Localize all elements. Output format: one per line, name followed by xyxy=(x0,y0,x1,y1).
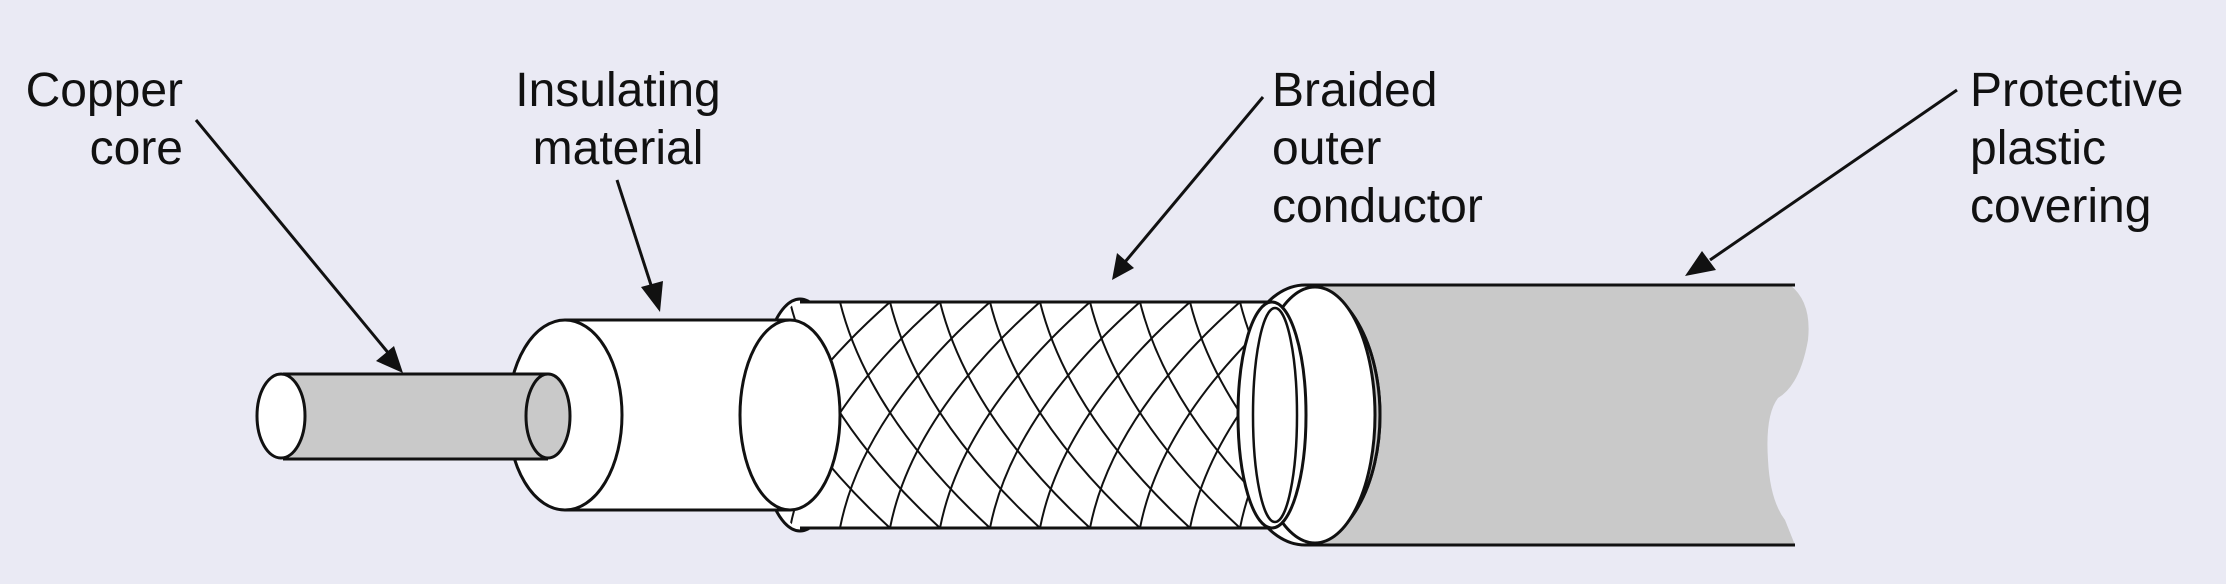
label-braided-line-2: outer xyxy=(1272,122,1382,175)
label-protective-plastic-covering: Protective plastic covering xyxy=(1970,62,2183,236)
protective-covering-segment xyxy=(1228,283,1809,547)
braid-strand xyxy=(1239,302,1272,528)
label-insulating-material-line-2: material xyxy=(532,122,704,175)
label-copper-core: Copper core xyxy=(8,62,183,178)
label-copper-core-line-1: Copper xyxy=(25,64,183,117)
braid-strand xyxy=(989,302,1141,528)
braid-strand xyxy=(1039,302,1191,528)
leader-copper-core xyxy=(194,119,392,356)
braid-strand xyxy=(1089,302,1241,528)
leader-insulating-material xyxy=(615,179,653,286)
label-protective-line-3: covering xyxy=(1970,180,2152,233)
leader-lines xyxy=(194,88,1958,373)
braid-strand xyxy=(839,302,991,528)
braid-strand xyxy=(989,302,1141,528)
label-braided-line-3: conductor xyxy=(1272,180,1483,233)
label-braided-line-1: Braided xyxy=(1272,64,1438,117)
insulator-segment xyxy=(506,318,842,512)
label-copper-core-line-2: core xyxy=(89,122,183,175)
braid-strand xyxy=(939,302,1091,528)
braid-strand xyxy=(889,302,1041,528)
arrowhead-insulating-material xyxy=(641,281,663,312)
braid-strand xyxy=(1089,302,1241,528)
leader-protective-covering xyxy=(1709,88,1958,262)
copper-core-segment xyxy=(255,372,572,461)
braid-strand xyxy=(889,302,1041,528)
label-insulating-material-line-1: Insulating xyxy=(515,64,721,117)
label-protective-line-1: Protective xyxy=(1970,64,2184,117)
arrowhead-braided-conductor xyxy=(1112,253,1134,280)
leader-braided-conductor xyxy=(1123,96,1265,263)
braid-strand xyxy=(1039,302,1191,528)
label-insulating-material: Insulating material xyxy=(478,62,758,178)
arrowhead-protective-covering xyxy=(1685,251,1716,276)
label-braided-outer-conductor: Braided outer conductor xyxy=(1272,62,1483,236)
braid-strand xyxy=(939,302,1091,528)
arrowhead-copper-core xyxy=(376,346,403,373)
label-protective-line-2: plastic xyxy=(1970,122,2107,175)
braid-strand xyxy=(839,302,991,528)
